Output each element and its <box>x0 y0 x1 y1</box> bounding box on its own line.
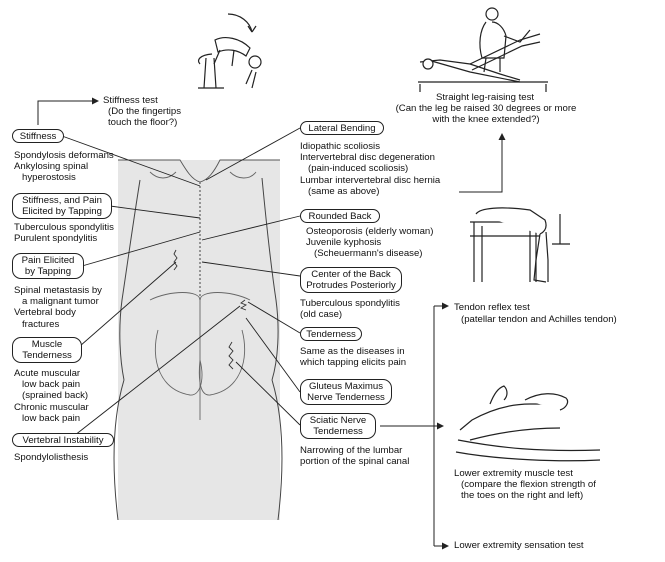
finding-diseases-tenderness: Same as the diseases in which tapping el… <box>300 346 407 369</box>
finding-box-stiffness: Stiffness <box>12 129 64 143</box>
finding-diseases-center-protrudes: Tuberculous spondylitis (old case) <box>300 298 400 321</box>
finding-box-center-protrudes: Center of the Back Protrudes Posteriorly <box>300 267 402 293</box>
straight-leg-desc: (Can the leg be raised 30 degrees or mor… <box>395 103 577 126</box>
finding-box-pain-tapping: Pain Elicited by Tapping <box>12 253 84 279</box>
finding-diseases-stiffness: Spondylosis deformans Ankylosing spinal … <box>14 150 114 184</box>
finding-diseases-lateral-bending: Idiopathic scoliosis Intervertebral disc… <box>300 141 441 197</box>
straight-leg-title: Straight leg-raising test <box>435 92 535 103</box>
stiffness-test-title: Stiffness test <box>103 95 158 106</box>
muscle-test-title: Lower extremity muscle test <box>454 468 573 479</box>
finding-diseases-muscle-tenderness: Acute muscular low back pain (sprained b… <box>14 368 89 424</box>
finding-box-sciatic-nerve: Sciatic Nerve Tenderness <box>300 413 376 439</box>
finding-diseases-rounded-back: Osteoporosis (elderly woman) Juvenile ky… <box>306 226 434 260</box>
finding-box-vertebral-instability: Vertebral Instability <box>12 433 114 447</box>
muscle-test-desc: (compare the flexion strength of the toe… <box>461 479 596 502</box>
finding-box-muscle-tenderness: Muscle Tenderness <box>12 337 82 363</box>
straight-leg-raise-figure <box>418 7 548 92</box>
finding-diseases-pain-tapping: Spinal metastasis by a malignant tumor V… <box>14 285 102 330</box>
arrow-lines <box>37 97 506 550</box>
connector-lines <box>61 127 301 440</box>
finding-box-lateral-bending: Lateral Bending <box>300 121 384 135</box>
stiffness-test-desc: (Do the fingertips touch the floor?) <box>108 106 182 129</box>
finding-box-tenderness: Tenderness <box>300 327 362 341</box>
back-torso-illustration <box>113 159 283 521</box>
tendon-reflex-desc: (patellar tendon and Achilles tendon) <box>461 314 617 325</box>
sensation-test-title: Lower extremity sensation test <box>454 540 584 551</box>
finding-diseases-sciatic-nerve: Narrowing of the lumbar portion of the s… <box>300 445 410 468</box>
finding-diseases-vertebral-instability: Spondylolisthesis <box>14 452 89 463</box>
finding-box-gluteus-maximus: Gluteus Maximus Nerve Tenderness <box>300 379 392 405</box>
forward-bend-figure <box>197 13 262 89</box>
muscle-test-figure <box>455 385 601 462</box>
tendon-reflex-figure <box>470 207 570 283</box>
finding-box-stiffness-tapping: Stiffness, and Pain Elicited by Tapping <box>12 193 112 219</box>
finding-box-rounded-back: Rounded Back <box>300 209 380 223</box>
finding-diseases-stiffness-tapping: Tuberculous spondylitis Purulent spondyl… <box>14 222 114 245</box>
tendon-reflex-title: Tendon reflex test <box>454 302 530 313</box>
